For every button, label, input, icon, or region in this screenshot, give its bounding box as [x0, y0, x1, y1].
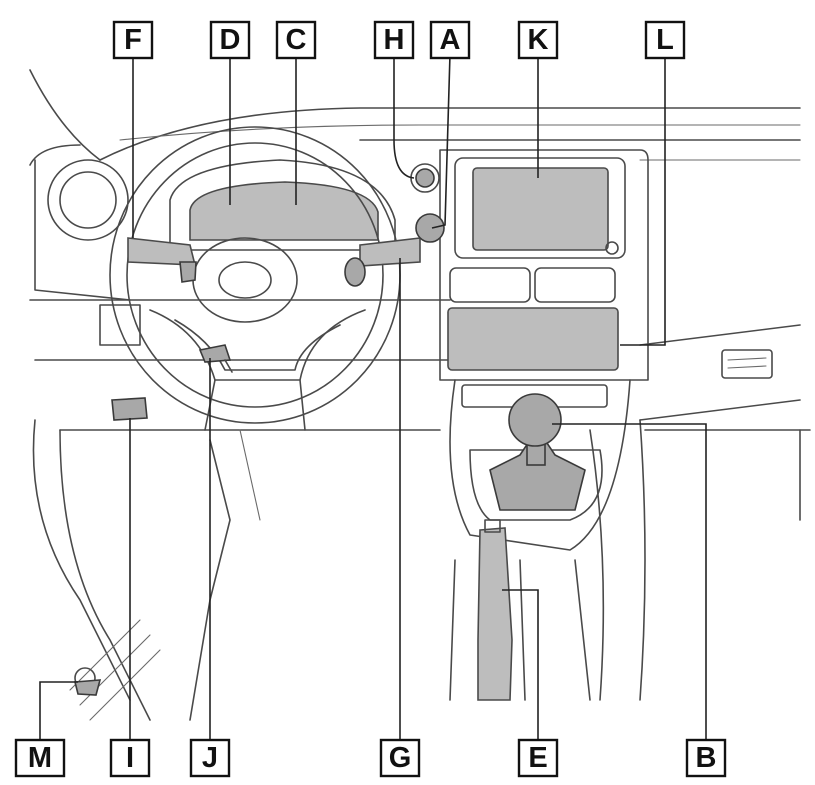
callout-label-K: K: [517, 20, 559, 60]
center-console: [439, 149, 649, 701]
callout-text-E: E: [528, 742, 547, 774]
callout-text-H: H: [384, 24, 405, 56]
callout-text-K: K: [528, 24, 549, 56]
callout-label-G: G: [379, 738, 421, 778]
callout-text-F: F: [124, 24, 142, 56]
callout-label-B: B: [685, 738, 727, 778]
callout-text-L: L: [656, 24, 674, 56]
callout-text-I: I: [126, 742, 134, 774]
callout-label-F: F: [112, 20, 154, 60]
callout-label-D: D: [209, 20, 251, 60]
dashboard-outline: [29, 69, 811, 721]
callout-label-E: E: [517, 738, 559, 778]
callout-text-G: G: [389, 742, 412, 774]
callout-text-M: M: [28, 742, 52, 774]
callout-label-L: L: [644, 20, 686, 60]
callout-label-M: M: [14, 738, 66, 778]
callout-label-A: A: [429, 20, 471, 60]
callout-label-C: C: [275, 20, 317, 60]
callout-label-H: H: [373, 20, 415, 60]
callout-label-J: J: [189, 738, 231, 778]
callout-label-I: I: [109, 738, 151, 778]
callout-text-A: A: [440, 24, 461, 56]
callout-text-B: B: [696, 742, 717, 774]
callout-text-C: C: [286, 24, 307, 56]
steering-wheel: [109, 126, 445, 431]
leader-lines: [39, 53, 707, 745]
callout-text-D: D: [220, 24, 241, 56]
callout-text-J: J: [202, 742, 218, 774]
